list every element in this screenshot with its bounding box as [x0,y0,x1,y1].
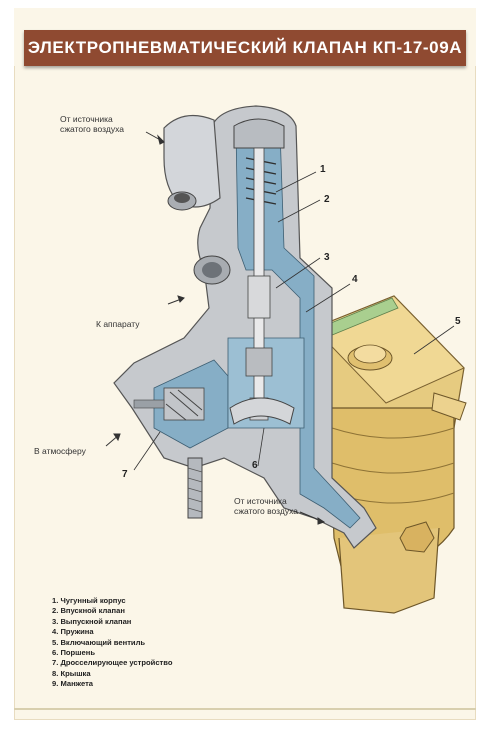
label-air-source-top-line2: сжатого воздуха [60,124,124,134]
legend-item: 7. Дросселирующее устройство [52,658,173,668]
legend-item: 4. Пружина [52,627,94,637]
callout-2: 2 [324,194,330,205]
valve-illustration [105,105,467,614]
callout-4: 4 [352,274,358,285]
label-air-source-bottom-line2: сжатого воздуха [234,506,298,516]
legend-item: 8. Крышка [52,668,91,678]
cap [233,118,285,149]
parts-legend: 1. Чугунный корпус 2. Впускной клапан 3.… [52,596,172,690]
legend-item: 3. Выпускной клапан [52,616,132,626]
legend-item: 9. Манжета [52,679,94,689]
label-to-atmosphere: В атмосферу [34,446,86,456]
callout-7: 7 [122,469,128,480]
callout-3: 3 [324,252,330,263]
legend-item: 6. Поршень [52,648,95,658]
flow-arrows [105,131,326,525]
callout-lines [133,171,455,471]
page-title: ЭЛЕКТРОПНЕВМАТИЧЕСКИЙ КЛАПАН КП-17-09А [27,38,463,57]
callout-5: 5 [455,316,461,327]
label-air-source-bottom-line1: От источника [234,496,287,506]
label-air-source-top-line1: От источника [60,114,113,124]
callout-6: 6 [252,460,258,471]
piston [229,397,295,425]
callout-1: 1 [320,164,326,175]
mounting-bolt [187,457,203,519]
legend-item: 1. Чугунный корпус [52,596,126,605]
valve-diagram: От источника сжатого воздуха К аппарату … [14,8,476,720]
legend-item: 2. Впускной клапан [52,606,125,616]
solenoid-housing [313,295,467,614]
footer-divider [14,708,476,710]
legend-item: 5. Включающий вентиль [52,637,146,647]
label-to-apparatus: К аппарату [96,319,140,329]
title-banner: ЭЛЕКТРОПНЕВМАТИЧЕСКИЙ КЛАПАН КП-17-09А [14,8,476,66]
title-bar: ЭЛЕКТРОПНЕВМАТИЧЕСКИЙ КЛАПАН КП-17-09А [24,30,466,66]
throttling-device [133,387,205,421]
